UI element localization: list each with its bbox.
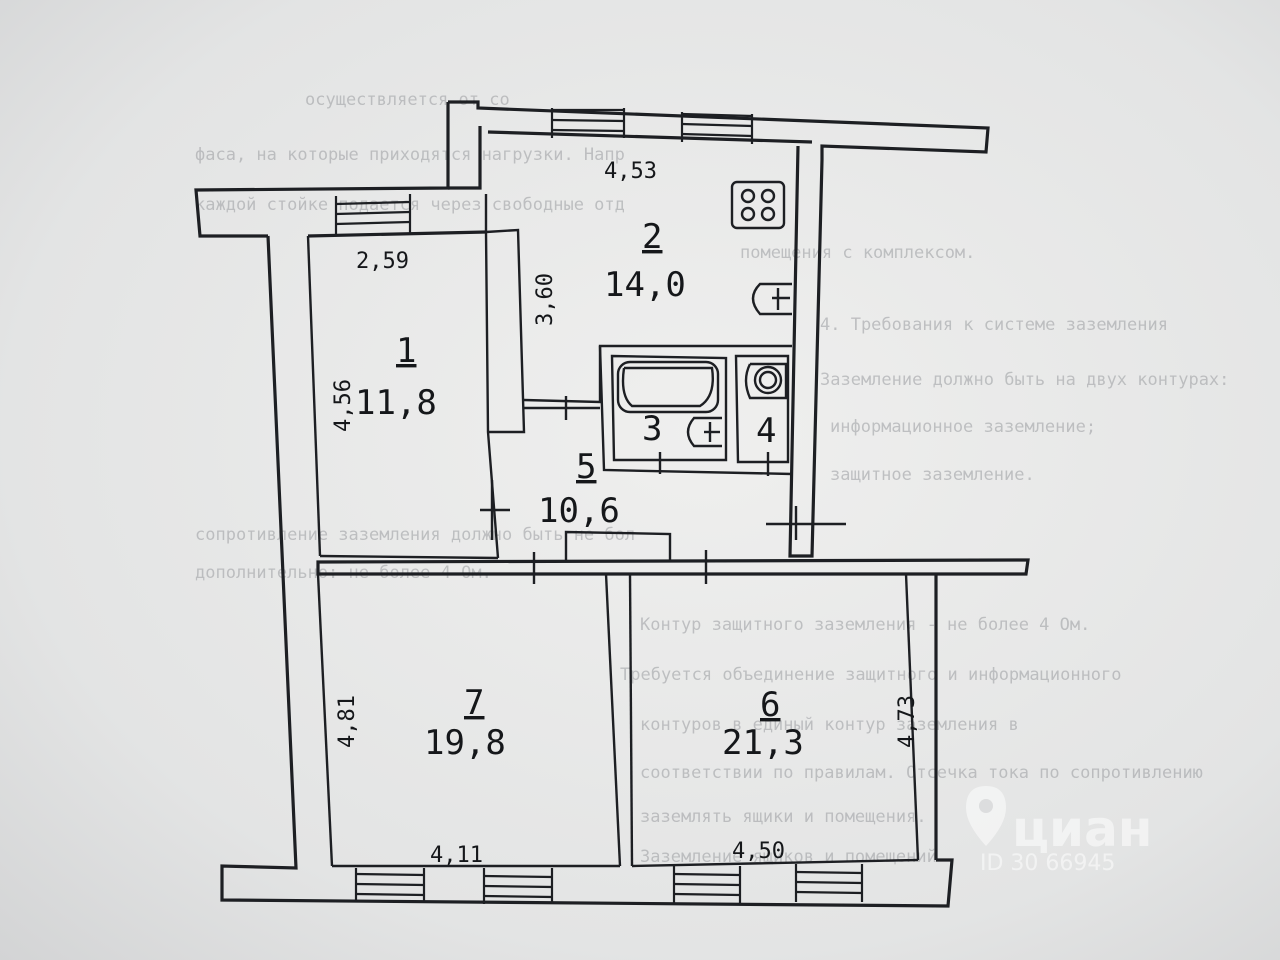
background-ghost-text: осуществляется от со фаса, на которые пр… (195, 90, 1229, 867)
room-5-area: 10,6 (538, 491, 620, 531)
window-kitchen-1 (550, 108, 626, 138)
location-pin-icon (966, 786, 1006, 846)
wall-room6-west (628, 573, 634, 867)
dim-room6-depth: 4,73 (895, 695, 920, 748)
wall-south-inner (332, 858, 919, 868)
ghost-line-12: контуров в единый контур заземления в (640, 715, 1019, 735)
window-room1 (334, 194, 412, 236)
ghost-line-1: фаса, на которые приходятся нагрузки. На… (195, 145, 625, 165)
dim-room6-width: 4,50 (732, 839, 785, 864)
room-4-number: 4 (756, 411, 776, 451)
bathtub-icon (616, 360, 720, 414)
wall-central-divider (316, 558, 1030, 576)
ghost-line-3: помещения с комплексом. (740, 243, 975, 263)
wall-north-kitchen (448, 100, 990, 160)
ghost-line-7: защитное заземление. (830, 465, 1035, 485)
dim-room1-depth: 4,56 (331, 379, 356, 432)
wall-bath-block-outer (598, 345, 793, 476)
wall-kitchen-step (448, 126, 482, 190)
door-marks (480, 396, 846, 584)
bath-sink-icon (686, 416, 722, 448)
wall-kitchen-south (523, 344, 792, 404)
kitchen-sink-icon (751, 282, 792, 316)
ghost-line-11: Требуется объединение защитного и информ… (620, 665, 1122, 685)
ghost-line-5: Заземление должно быть на двух контурах: (820, 370, 1229, 390)
stove-icon (730, 180, 786, 230)
watermark-id: ID 30 66945 (980, 851, 1115, 876)
corridor-niche (564, 530, 672, 560)
window-room6-1 (672, 866, 742, 904)
dim-room7-depth: 4,81 (335, 695, 360, 748)
wall-room1-west (306, 235, 322, 557)
wall-room1-top (307, 230, 487, 238)
dim-kitchen-width: 4,53 (604, 159, 657, 184)
fixtures (616, 180, 792, 448)
room-2-area: 14,0 (604, 265, 686, 305)
wall-east-kitchen (788, 145, 824, 558)
window-kitchen-2 (680, 112, 754, 144)
toilet-icon (744, 362, 788, 400)
watermark: циан ID 30 66945 (966, 786, 1152, 876)
wall-room6-east (904, 573, 920, 861)
ghost-line-13: соответствии по правилам. Отсечка тока п… (640, 763, 1203, 783)
wall-bath-3 (610, 354, 728, 462)
windows (334, 108, 864, 904)
room-5-number: 5 (576, 447, 596, 487)
window-room6-2 (794, 864, 864, 902)
window-room7-1 (354, 868, 426, 902)
ghost-line-0: осуществляется от со (305, 90, 510, 110)
room-7-area: 19,8 (424, 723, 506, 763)
dim-room1-width: 2,59 (356, 249, 409, 274)
dim-kitchen-depth: 3,60 (533, 273, 558, 326)
ghost-line-4: 4. Требования к системе заземления (820, 315, 1168, 335)
room-6-number: 6 (760, 685, 780, 725)
room-7-number: 7 (464, 683, 484, 723)
dimension-labels: 4,53 2,59 3,60 4,56 4,81 4,73 4,11 4,50 (331, 159, 920, 868)
wall-room7-west (316, 573, 334, 867)
ghost-line-14: заземлять ящики и помещения. (640, 807, 927, 827)
room-3-number: 3 (642, 409, 662, 449)
room-6-area: 21,3 (722, 723, 804, 763)
room-1-number: 1 (396, 331, 416, 371)
room-2-number: 2 (642, 217, 662, 257)
room-labels: 1 11,8 2 14,0 3 4 5 10,6 6 21,3 7 19,8 (355, 217, 804, 763)
room-1-area: 11,8 (355, 383, 437, 423)
wall-left-stub (194, 102, 450, 238)
ghost-line-8: сопротивление заземления должно быть не … (195, 525, 635, 545)
wall-north-inner (487, 130, 813, 144)
wall-room7-east (604, 573, 622, 867)
wall-kitchen-west (485, 228, 526, 434)
walls (194, 100, 1030, 908)
wall-room1-south (319, 554, 499, 560)
ghost-line-6: информационное заземление; (830, 417, 1096, 437)
watermark-brand: циан (1012, 800, 1152, 858)
wall-west-outer (220, 235, 954, 908)
ghost-line-10: Контур защитного заземления - не более 4… (640, 615, 1090, 635)
dim-room7-width: 4,11 (430, 843, 483, 868)
wall-wc-4 (734, 354, 790, 464)
window-room7-2 (482, 868, 554, 904)
